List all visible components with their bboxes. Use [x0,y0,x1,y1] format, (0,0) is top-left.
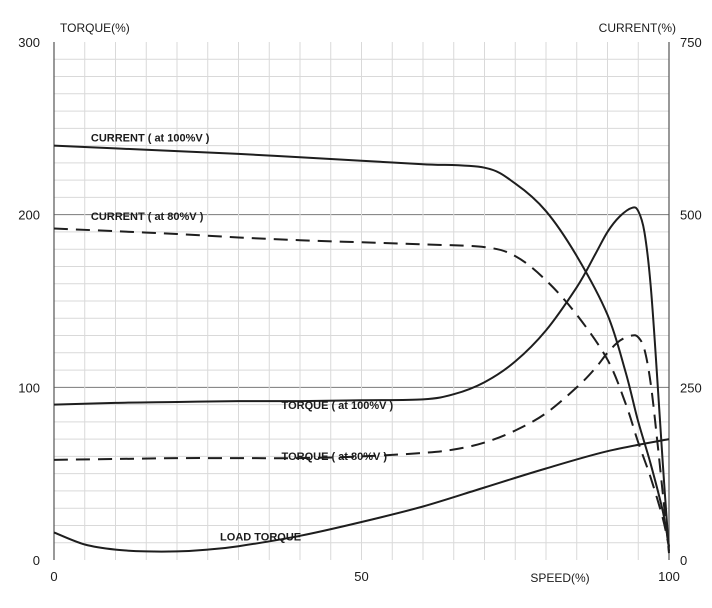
x-tick-label: 100 [658,569,680,584]
current-80v-curve [53,227,670,548]
current-100v-curve [53,144,670,547]
y-right-tick-label: 250 [680,380,702,395]
torque-80v-curve [53,334,670,554]
left-axis-title: TORQUE(%) [60,21,130,35]
torque-100v-label: TORQUE ( at 100%V ) [282,400,394,412]
x-tick-label: 50 [354,569,368,584]
y-left-tick-label: 100 [18,380,40,395]
right-axis-title: CURRENT(%) [599,21,676,35]
y-left-tick-label: 200 [18,208,40,223]
y-left-tick-label: 300 [18,35,40,50]
series [53,144,670,554]
x-axis-title: SPEED(%) [530,571,589,585]
load-torque-label: LOAD TORQUE [220,531,301,543]
current-100v-label: CURRENT ( at 100%V ) [91,132,210,144]
axes [53,42,670,560]
y-right-tick-label: 500 [680,208,702,223]
series-labels: CURRENT ( at 100%V ) CURRENT ( at 80%V ) T… [91,132,394,543]
torque-80v-label: TORQUE ( at 80%V ) [282,451,388,463]
load-torque-curve [53,438,670,553]
y-right-tick-label: 750 [680,35,702,50]
y-right-tick-label: 0 [680,553,687,568]
torque-100v-curve [53,206,670,552]
current-80v-label: CURRENT ( at 80%V ) [91,211,204,223]
grid [54,42,669,560]
x-tick-label: 0 [50,569,57,584]
y-left-tick-label: 0 [33,553,40,568]
